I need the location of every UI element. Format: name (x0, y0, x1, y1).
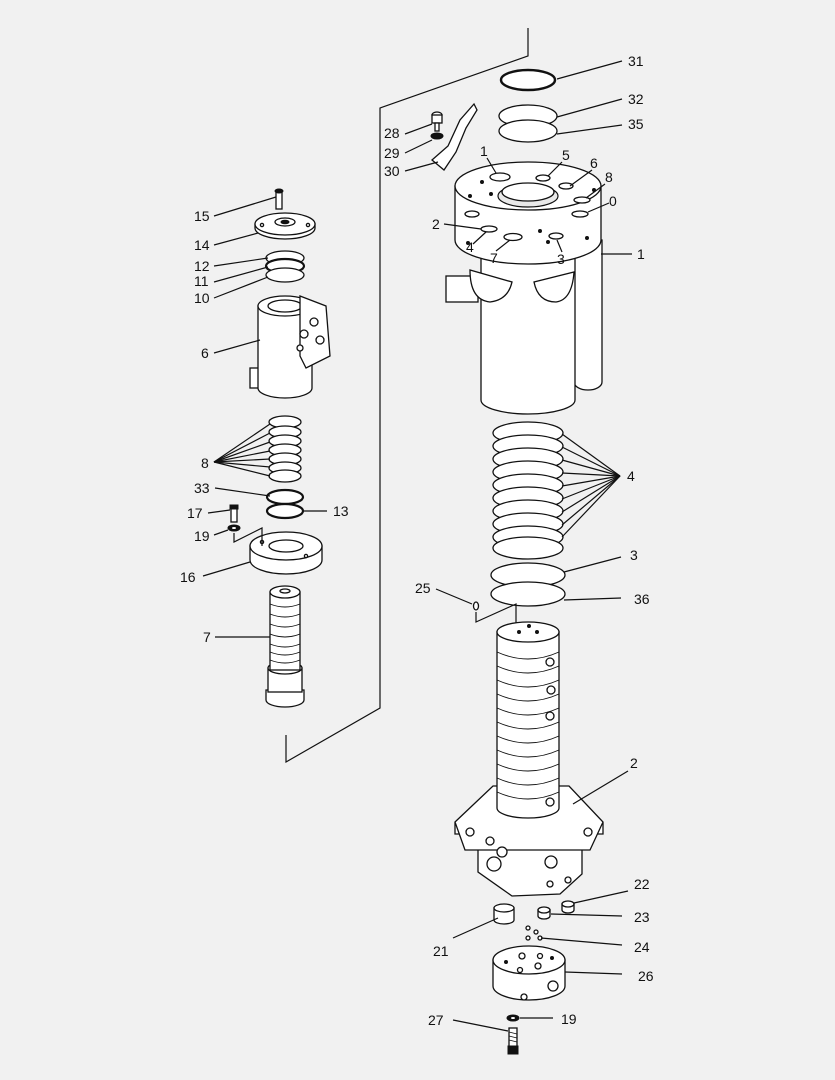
callout-16: 16 (180, 569, 196, 585)
callout-labels: 31 32 35 28 29 30 1 5 6 8 0 2 4 7 3 1 15… (180, 53, 654, 1028)
callout-30: 30 (384, 163, 400, 179)
part-24-o-rings (525, 925, 543, 941)
part-19-washer-bottom (506, 1014, 520, 1022)
callout-22: 22 (634, 876, 650, 892)
callout-10: 10 (194, 290, 210, 306)
callout-8-top: 8 (605, 169, 613, 185)
assembly-bracket-line (285, 28, 529, 764)
callout-3: 3 (630, 547, 638, 563)
part-15-screw (274, 188, 284, 210)
part-30-bracket (430, 102, 478, 171)
part-27-bolt (507, 1027, 519, 1055)
callout-1-side: 1 (637, 246, 645, 262)
callout-31: 31 (628, 53, 644, 69)
callout-35: 35 (628, 116, 644, 132)
callout-17: 17 (187, 505, 203, 521)
part-23-plug (537, 906, 551, 920)
part-7-spool (265, 585, 305, 708)
callout-19-bottom: 19 (561, 1011, 577, 1027)
callout-2: 2 (630, 755, 638, 771)
part-14-cover-plate (254, 212, 316, 240)
part-17-bolt (229, 504, 239, 523)
callout-29: 29 (384, 145, 400, 161)
callout-19-left: 19 (194, 528, 210, 544)
callout-2-top: 2 (432, 216, 440, 232)
callout-24: 24 (634, 939, 650, 955)
part-25-guide-line (475, 603, 517, 632)
leader-lines (202, 60, 632, 1032)
part-25-pin (472, 601, 480, 611)
part-8-ring-stack (268, 415, 302, 483)
callout-3-top: 3 (557, 251, 565, 267)
part-31-ring (499, 68, 557, 92)
callout-11: 11 (194, 273, 209, 289)
callout-7: 7 (203, 629, 211, 645)
part-35-ring (498, 119, 558, 143)
callout-13: 13 (333, 503, 349, 519)
callout-26: 26 (638, 968, 654, 984)
callout-6-top: 6 (590, 155, 598, 171)
callout-15: 15 (194, 208, 210, 224)
callout-33: 33 (194, 480, 210, 496)
callout-25: 25 (415, 580, 431, 596)
part-22-plug (561, 900, 575, 914)
callout-7-top: 7 (490, 250, 498, 266)
part-33-ring (265, 488, 305, 506)
callout-8: 8 (201, 455, 209, 471)
callout-5: 5 (562, 147, 570, 163)
callout-32: 32 (628, 91, 644, 107)
callout-28: 28 (384, 125, 400, 141)
part-28-bolt (431, 111, 443, 132)
part-2-shaft (454, 621, 604, 897)
part-6-housing (249, 295, 331, 399)
part-19-washer-left (227, 524, 241, 532)
callout-12: 12 (194, 258, 210, 274)
callout-1-top: 1 (480, 143, 488, 159)
callout-36: 36 (634, 591, 650, 607)
callout-6: 6 (201, 345, 209, 361)
part-4-ring-stack (492, 421, 564, 560)
callout-0: 0 (609, 193, 617, 209)
part-26-end-cover (492, 945, 566, 1001)
part-16-flange (249, 531, 323, 575)
part-21-plug (493, 903, 515, 925)
part-10-ring (265, 267, 305, 283)
part-29-washer (430, 132, 444, 140)
callout-4-top: 4 (466, 239, 474, 255)
callout-27: 27 (428, 1012, 444, 1028)
callout-4: 4 (627, 468, 635, 484)
part-36-ring (490, 581, 566, 607)
part-1-main-body (445, 161, 603, 415)
callout-21: 21 (433, 943, 449, 959)
callout-23: 23 (634, 909, 650, 925)
callout-14: 14 (194, 237, 210, 253)
part-13-ring (265, 502, 305, 520)
